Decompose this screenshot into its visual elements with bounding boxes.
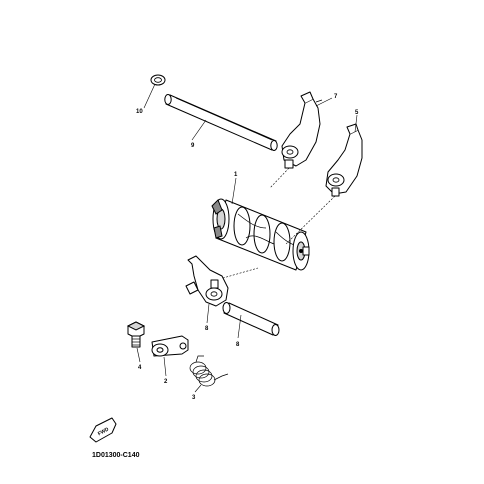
callout-9: 9 bbox=[191, 143, 195, 149]
part-1-shift-drum bbox=[211, 198, 310, 271]
callout-10: 10 bbox=[136, 109, 143, 115]
part-4-bolt bbox=[126, 321, 146, 348]
callout-8-fork: 8 bbox=[205, 326, 209, 332]
callout-3: 3 bbox=[192, 395, 196, 401]
part-6-shift-fork bbox=[185, 255, 229, 307]
part-2-stopper-lever bbox=[151, 335, 189, 357]
part-10-circlip bbox=[150, 74, 166, 86]
callout-5: 5 bbox=[355, 110, 359, 116]
diagram-code: 1D01300-C140 bbox=[92, 452, 140, 459]
callout-8-bar: 8 bbox=[236, 342, 240, 348]
part-7-shift-fork bbox=[281, 91, 323, 169]
fwd-label: FWD bbox=[97, 426, 110, 437]
part-5-shift-fork bbox=[325, 123, 363, 197]
callout-4: 4 bbox=[138, 365, 142, 371]
callout-7: 7 bbox=[334, 94, 338, 100]
callout-2: 2 bbox=[164, 379, 168, 385]
fwd-arrow-icon: FWD bbox=[89, 417, 117, 443]
part-9-guide-bar bbox=[164, 94, 278, 151]
part-3-torsion-spring bbox=[189, 355, 229, 387]
callouts: 10 9 7 5 1 8 8 4 2 3 bbox=[136, 94, 359, 401]
callout-1: 1 bbox=[234, 172, 238, 178]
part-8-guide-bar bbox=[222, 302, 280, 336]
callout-leader-lines bbox=[136, 83, 358, 393]
